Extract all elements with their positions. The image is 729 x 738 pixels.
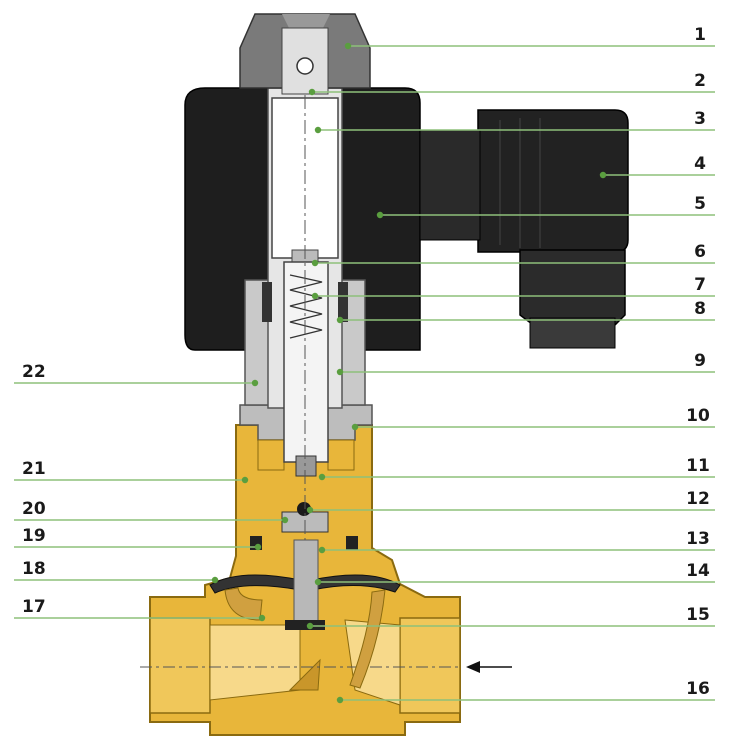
- pilot-ball: [297, 502, 311, 516]
- plunger-tube: [244, 20, 366, 540]
- callout-number-22: 22: [22, 362, 46, 382]
- plunger: [283, 261, 329, 463]
- leader-dot-1: [344, 42, 352, 50]
- seal-ring-left: [262, 282, 272, 322]
- cap-nut-bevel: [282, 14, 330, 30]
- callout-number-20: 20: [22, 499, 46, 519]
- connector-nut: [529, 317, 616, 349]
- callout-number-19: 19: [22, 526, 46, 546]
- cap-hole: [296, 57, 314, 75]
- leader-dot-14: [314, 578, 322, 586]
- inner-passage: [209, 624, 301, 701]
- inlet-thread-left: [149, 617, 211, 714]
- callout-number-14: 14: [686, 561, 710, 581]
- callout-number-2: 2: [694, 71, 706, 91]
- leader-dot-12: [306, 506, 314, 514]
- callout-number-21: 21: [22, 459, 46, 479]
- flow-arrow-head: [466, 661, 480, 673]
- callout-number-7: 7: [694, 275, 706, 295]
- diaphragm-ring-right: [349, 589, 386, 689]
- bonnet-inner-left: [257, 439, 285, 471]
- callout-number-11: 11: [686, 456, 710, 476]
- callout-leaders: [14, 42, 715, 704]
- leader-dot-10: [351, 423, 359, 431]
- leader-dot-13: [318, 546, 326, 554]
- leader-dot-17: [258, 614, 266, 622]
- callout-number-6: 6: [694, 242, 706, 262]
- callout-number-16: 16: [686, 679, 710, 699]
- seal-ring-right: [338, 282, 348, 322]
- disc-seal: [285, 620, 325, 630]
- callout-number-10: 10: [686, 406, 710, 426]
- diaphragm-ring: [224, 587, 263, 621]
- callout-number-5: 5: [694, 194, 706, 214]
- leader-dot-5: [376, 211, 384, 219]
- leader-dot-18: [211, 576, 219, 584]
- leader-dot-20: [281, 516, 289, 524]
- leader-dot-6: [311, 259, 319, 267]
- leader-dot-22: [251, 379, 259, 387]
- leader-dot-9: [336, 368, 344, 376]
- callout-number-9: 9: [694, 351, 706, 371]
- leader-dot-15: [306, 622, 314, 630]
- diaphragm-stem: [293, 539, 319, 626]
- leader-dot-7: [311, 292, 319, 300]
- o-ring-right: [346, 536, 358, 550]
- leader-dot-2: [308, 88, 316, 96]
- leader-dot-4: [599, 171, 607, 179]
- leader-dot-21: [241, 476, 249, 484]
- callout-number-15: 15: [686, 605, 710, 625]
- leader-dot-19: [254, 543, 262, 551]
- diaphragm: [209, 539, 401, 689]
- callout-number-12: 12: [686, 489, 710, 509]
- leader-dot-11: [318, 473, 326, 481]
- callout-number-3: 3: [694, 109, 706, 129]
- callout-number-1: 1: [694, 25, 706, 45]
- leader-dot-3: [314, 126, 322, 134]
- connector-socket: [419, 129, 481, 241]
- callout-number-17: 17: [22, 597, 46, 617]
- plunger-seal: [295, 455, 317, 477]
- leader-dot-8: [336, 316, 344, 324]
- cap-nut: [239, 13, 371, 95]
- callout-number-18: 18: [22, 559, 46, 579]
- outlet-thread-right: [399, 617, 461, 714]
- leader-dot-16: [336, 696, 344, 704]
- spring: [289, 274, 323, 339]
- callout-number-4: 4: [694, 154, 706, 174]
- bonnet-inner-right: [327, 439, 355, 471]
- callout-number-13: 13: [686, 529, 710, 549]
- callout-number-8: 8: [694, 299, 706, 319]
